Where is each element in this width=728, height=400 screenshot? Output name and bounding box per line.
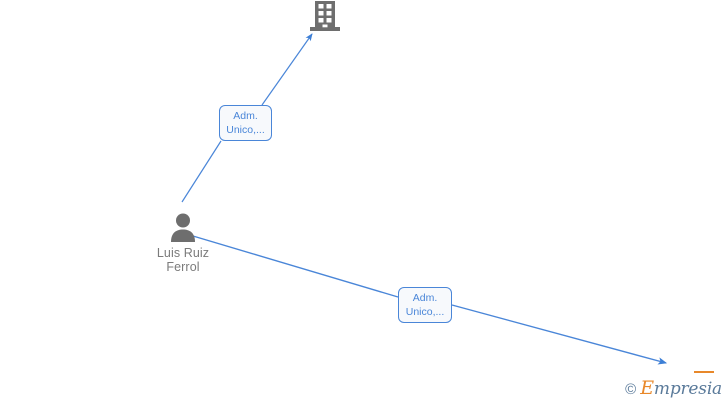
copyright-icon: © <box>625 381 637 398</box>
edge-segment-person-to-label2 <box>192 235 399 298</box>
node-person[interactable]: Luis Ruiz Ferrol <box>137 212 229 274</box>
person-icon <box>171 213 195 242</box>
edge-segment-label1-to-company <box>261 33 313 106</box>
edge-label-person-to-company[interactable]: Adm. Unico,... <box>219 105 272 141</box>
watermark-empresia: © Empresia <box>625 379 722 398</box>
edge-label-text: Adm. Unico,... <box>405 292 445 318</box>
building-icon <box>310 1 340 31</box>
watermark-name-rest: mpresia <box>653 379 722 399</box>
node-person-label: Luis Ruiz Ferrol <box>156 246 210 274</box>
watermark-initial: E <box>640 377 654 399</box>
watermark-rule <box>694 371 714 373</box>
edge-label-person-to-offscreen[interactable]: Adm. Unico,... <box>398 287 452 323</box>
watermark-wordmark: Empresia <box>640 379 722 398</box>
edge-label-text: Adm. Unico,... <box>226 110 265 136</box>
node-company[interactable] <box>296 0 354 36</box>
edge-segment-person-to-label1 <box>181 140 222 203</box>
edge-segment-label2-to-target <box>451 304 668 365</box>
